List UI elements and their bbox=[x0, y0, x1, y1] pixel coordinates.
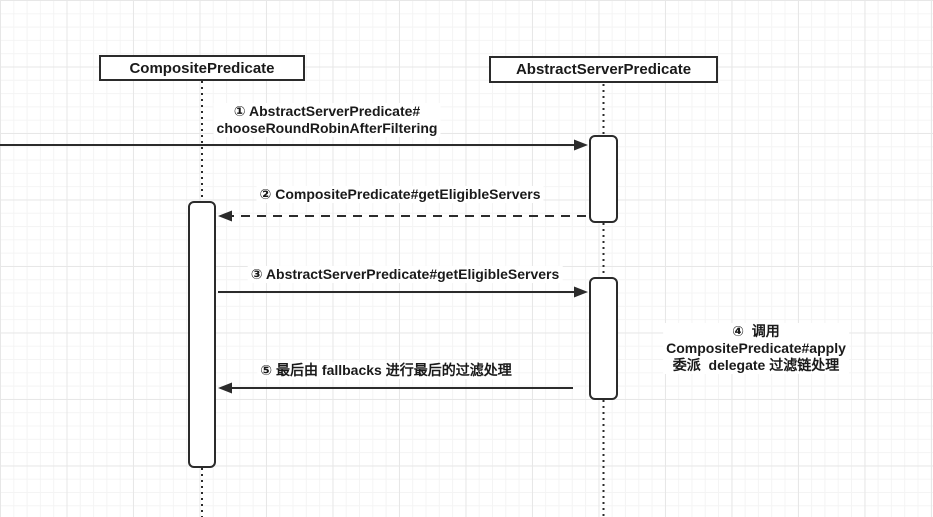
message-3-label[interactable]: ③ AbstractServerPredicate#getEligibleSer… bbox=[247, 266, 563, 283]
message-2-label[interactable]: ② CompositePredicate#getEligibleServers bbox=[256, 186, 544, 203]
activation-bar-abstract-2[interactable] bbox=[589, 277, 618, 400]
arrowhead-left-icon bbox=[218, 210, 232, 222]
message-5-label[interactable]: ⑤ 最后由 fallbacks 进行最后的过滤处理 bbox=[257, 362, 515, 379]
activation-bar-composite[interactable] bbox=[188, 201, 216, 468]
message-3-arrow[interactable] bbox=[218, 286, 588, 298]
arrowhead-right-icon bbox=[574, 286, 588, 298]
activation-bar-abstract-1[interactable] bbox=[589, 135, 618, 223]
arrowhead-right-icon bbox=[574, 139, 588, 151]
message-4-note-label[interactable]: ④ 调用 CompositePredicate#apply 委派 delegat… bbox=[663, 323, 849, 374]
message-1-arrow[interactable] bbox=[0, 139, 588, 151]
arrowhead-left-icon bbox=[218, 382, 232, 394]
message-1-label[interactable]: ① AbstractServerPredicate# chooseRoundRo… bbox=[213, 103, 441, 137]
message-5-arrow[interactable] bbox=[218, 382, 573, 394]
participant-composite-predicate[interactable]: CompositePredicate bbox=[99, 55, 305, 81]
message-2-arrow[interactable] bbox=[218, 210, 586, 222]
participant-abstract-server-predicate[interactable]: AbstractServerPredicate bbox=[489, 56, 718, 83]
